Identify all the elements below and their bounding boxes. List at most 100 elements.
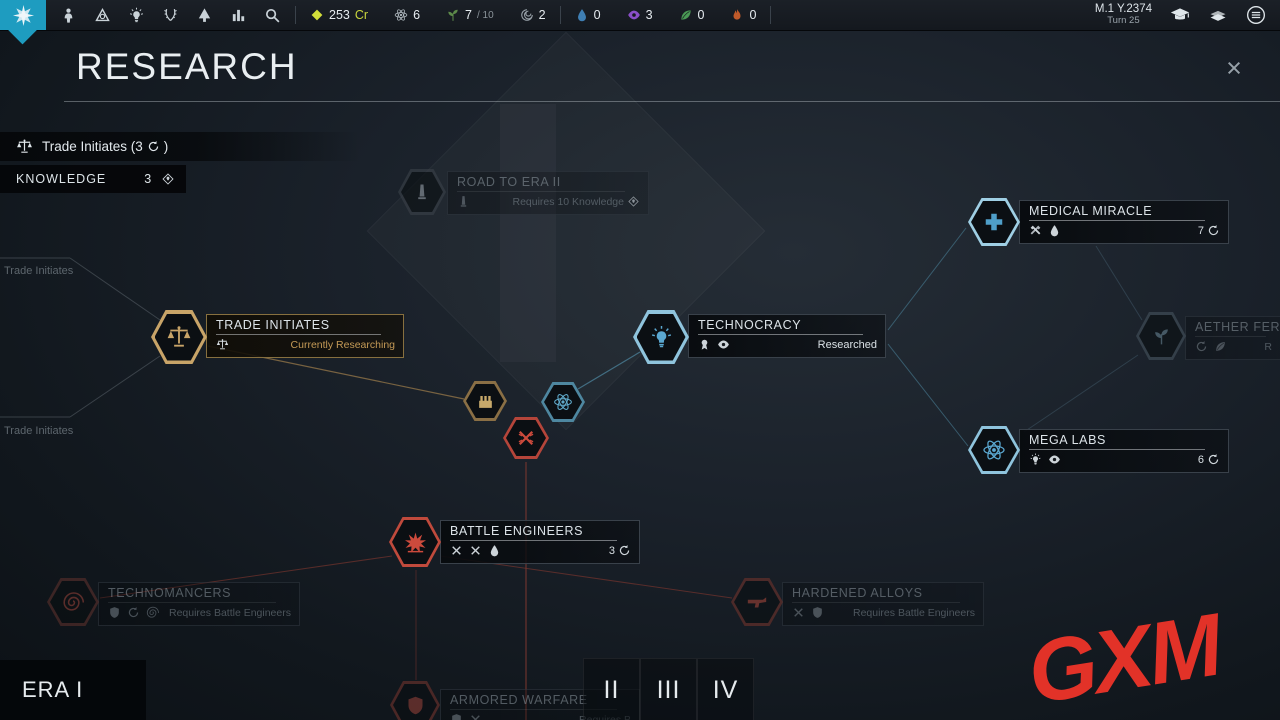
mega-labs-hex[interactable]: [968, 426, 1020, 474]
spiral-icon: [146, 606, 159, 619]
era-tab-3[interactable]: III: [640, 658, 697, 720]
atom-icon: [553, 392, 573, 412]
resource-bar: 253 Cr 6 7 / 10 2: [310, 8, 546, 22]
gun-icon: [746, 591, 768, 613]
population-icon[interactable]: [60, 7, 77, 24]
node-title: TECHNOMANCERS: [108, 586, 232, 600]
resource-food[interactable]: 7 / 10: [446, 8, 494, 22]
node-title: MEDICAL MIRACLE: [1029, 204, 1153, 218]
node-title: BATTLE ENGINEERS: [450, 524, 584, 538]
loop-icon: [127, 606, 140, 619]
node-title: TECHNOCRACY: [698, 318, 802, 332]
battle-engineers-panel[interactable]: BATTLE ENGINEERS 3: [440, 520, 640, 564]
aether-fertilizer-panel[interactable]: AETHER FERTILIZE R: [1185, 316, 1280, 360]
battle-engineers-hex[interactable]: [389, 517, 441, 567]
hardened-alloys-hex[interactable]: [731, 578, 783, 626]
eye-icon: [717, 338, 730, 351]
resource-influence[interactable]: 3: [627, 8, 653, 22]
medal-icon: [698, 338, 711, 351]
scales-icon: [166, 324, 192, 350]
resource-water[interactable]: 0: [575, 8, 601, 22]
obelisk-icon: [413, 183, 431, 201]
game-date: M.1 Y.2374: [1094, 3, 1152, 16]
node-turns: 3: [608, 544, 615, 557]
mega-labs-panel[interactable]: MEGA LABS 6: [1019, 429, 1229, 473]
turn-icon: [1207, 453, 1220, 466]
knowledge-icon: [627, 195, 640, 208]
road-to-era-2-panel[interactable]: ROAD TO ERA II Requires 10 Knowledge: [447, 171, 649, 215]
node-requirement: R: [1264, 340, 1272, 353]
era-current-label: ERA I: [0, 660, 146, 720]
technomancers-hex[interactable]: [47, 578, 99, 626]
influence-value: 3: [645, 8, 653, 22]
droplet-icon: [1048, 224, 1061, 237]
aether-fertilizer-hex[interactable]: [1136, 312, 1186, 360]
divider: [770, 6, 772, 24]
shield-icon: [108, 606, 121, 619]
culture-icon[interactable]: [162, 7, 179, 24]
node-turns: 7: [1197, 224, 1204, 237]
resource-heat[interactable]: 0: [730, 8, 756, 22]
credits-icon: [310, 8, 324, 22]
knowledge-label: KNOWLEDGE: [16, 172, 107, 186]
food-icon: [446, 8, 460, 22]
lightbulb-icon: [649, 325, 674, 350]
military-category-hex[interactable]: [503, 417, 549, 459]
scales-icon: [216, 338, 229, 351]
node-turns: 6: [1197, 453, 1204, 466]
resource-aether[interactable]: 2: [520, 8, 546, 22]
shield-icon: [450, 713, 463, 720]
resource-science[interactable]: 6: [394, 8, 420, 22]
node-requirement: Requires Battle Engineers: [169, 606, 291, 619]
node-title: ARMORED WARFARE: [450, 693, 588, 707]
water-icon: [575, 8, 589, 22]
era-tab-4[interactable]: IV: [697, 658, 754, 720]
top-nav-icons: [60, 7, 281, 24]
era-tab-2[interactable]: II: [583, 658, 640, 720]
trade-initiates-hex[interactable]: [151, 310, 207, 364]
resource-credits[interactable]: 253 Cr: [310, 8, 368, 22]
medical-miracle-panel[interactable]: MEDICAL MIRACLE 7: [1019, 200, 1229, 244]
stats-icon[interactable]: [230, 7, 247, 24]
armored-warfare-hex[interactable]: [390, 681, 440, 720]
science-icon: [394, 8, 408, 22]
factory-icon: [476, 392, 495, 411]
shield-icon: [405, 695, 426, 716]
heat-value: 0: [749, 8, 757, 22]
trade-initiates-panel[interactable]: TRADE INITIATES Currently Researching: [206, 314, 404, 358]
shield-icon: [811, 606, 824, 619]
aether-icon: [520, 8, 534, 22]
military-icon[interactable]: [196, 7, 213, 24]
hammers-icon: [1029, 224, 1042, 237]
x-icon: [469, 544, 482, 557]
title-divider: [64, 101, 1280, 102]
resource-biomass[interactable]: 0: [679, 8, 704, 22]
food-max: / 10: [476, 9, 494, 21]
node-status: Researched: [817, 338, 877, 351]
droplet-icon: [488, 544, 501, 557]
faction-logo[interactable]: [0, 0, 46, 30]
encyclopedia-icon[interactable]: [1208, 5, 1228, 25]
strategic-resource-bar: 0 3 0 0: [575, 8, 756, 22]
bg-diamond-shape: [366, 31, 766, 431]
industry-category-hex[interactable]: [463, 381, 507, 421]
hardened-alloys-panel[interactable]: HARDENED ALLOYS Requires Battle Engineer…: [782, 582, 984, 626]
search-icon[interactable]: [264, 7, 281, 24]
gxm-watermark: GXM: [1021, 594, 1226, 720]
lightbulb-icon: [1029, 453, 1042, 466]
current-research-header[interactable]: Trade Initiates (3 ): [0, 132, 360, 161]
top-bar: 253 Cr 6 7 / 10 2 0: [0, 0, 1280, 31]
credits-value: 253: [329, 8, 350, 22]
technomancers-panel[interactable]: TECHNOMANCERS Requires Battle Engineers: [98, 582, 300, 626]
atom-icon: [982, 438, 1006, 462]
technocracy-panel[interactable]: TECHNOCRACY Researched: [688, 314, 886, 358]
education-cap-icon[interactable]: [1170, 5, 1190, 25]
food-value: 7: [465, 8, 472, 22]
medical-cross-icon: [983, 211, 1005, 233]
medical-miracle-hex[interactable]: [968, 198, 1020, 246]
menu-icon[interactable]: [1246, 5, 1266, 25]
research-nav-icon[interactable]: [128, 7, 145, 24]
society-icon[interactable]: [94, 7, 111, 24]
close-button[interactable]: ×: [1226, 53, 1242, 83]
